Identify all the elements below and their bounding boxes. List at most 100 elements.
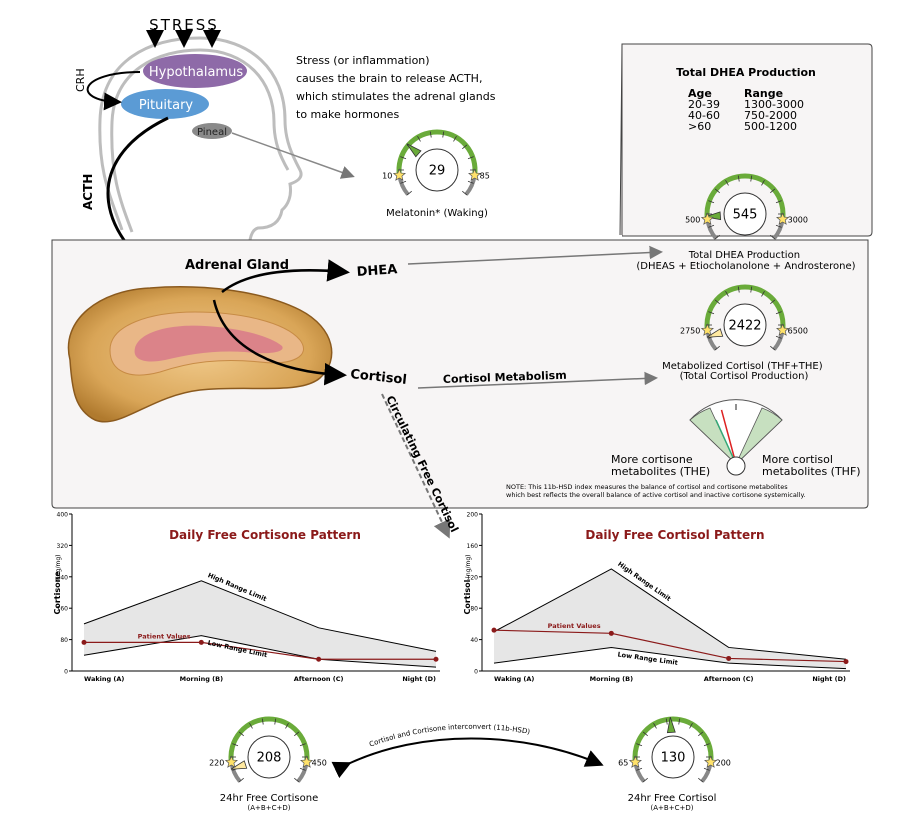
high-range-line [83,580,437,652]
gauge-tick [467,156,474,160]
melatonin-label: Melatonin* (Waking) [386,208,488,219]
gauge-low-label: 10 [382,171,392,180]
gauge-tick [417,136,421,142]
dhea-to-gauge-arrow [407,245,663,265]
low-range-line [83,635,437,668]
gauge-low-label: 2750 [680,326,700,335]
stress-description: Stress (or inflammation) causes the brai… [296,54,499,121]
cortisol-metabolism-label: Cortisol Metabolism [443,369,567,386]
gauge-tick [770,234,776,240]
gauge-tick [714,188,720,194]
chart-title: Daily Free Cortisol Pattern [585,528,764,542]
patient-point [81,639,87,645]
gauge-tick [737,175,740,182]
interconvert-arrow [331,737,604,779]
gauge-tick [708,224,715,228]
low-limit-star-icon [700,323,714,336]
gauge-tick [698,731,704,737]
dhea-table-age: >60 [688,120,711,133]
high-limit-star-icon [704,755,718,768]
high-limit-star-icon [468,168,482,181]
gauge-tick [714,234,720,240]
gauge-tick [750,286,753,293]
gauge-tick [453,136,457,142]
high-limit-star-icon [776,323,790,336]
patient-point [491,627,497,633]
low-limit-star-icon [700,212,714,225]
pituitary-label: Pituitary [139,98,194,113]
x-tick-label: Afternoon (C) [294,675,344,683]
patient-values-label: Patient Values [138,632,191,640]
patient-line [493,629,847,663]
low-limit-star-icon [392,168,406,181]
gauge-tick [429,131,432,138]
gauge-tick [467,180,474,184]
gauge-tick [653,723,657,729]
balance-gauge [689,399,783,476]
gauge-high-label: 450 [312,758,327,767]
y-tick-label: 400 [57,512,69,519]
gauge-tick [400,180,407,184]
gauge-value: 2422 [728,319,761,334]
y-axis-label: Cortisone [53,571,62,615]
high-limit-star-icon [776,212,790,225]
patient-point [608,630,614,636]
gauge-tick [400,156,407,160]
gauge-tick [678,718,681,725]
gauge-dial [651,735,695,779]
x-tick-label: Waking (A) [84,675,124,683]
y-tick-label: 40 [470,637,478,644]
high-limit-star-icon [300,755,314,768]
cortisol-metabolism-arrow [417,371,658,389]
cortisol-arrow [212,299,347,386]
gauge-dial [247,735,291,779]
gauge-tick [750,175,753,182]
gauge-tick [261,718,264,725]
gauge-tick [725,180,729,186]
gauge-tick [703,767,710,771]
pineal [192,123,232,139]
y-tick-label: 0 [474,669,478,676]
hypothalamus-label: Hypothalamus [149,65,243,80]
gauge-tick [462,190,468,196]
gauge-tick [689,723,693,729]
cortisone-gauge-label: 24hr Free Cortisone [220,793,318,804]
pituitary [121,89,209,119]
gauge-tick [285,723,289,729]
low-range-line [493,646,847,670]
dhea-table-age: 20-39 [688,98,720,111]
y-tick-label: 80 [60,637,68,644]
patient-point [316,656,322,662]
acth-label: ACTH [81,174,95,210]
patient-values-label: Patient Values [548,622,601,630]
interconvert-label: Cortisol and Cortisone interconvert (11b… [368,723,531,749]
gauge-high-label: 3000 [788,215,808,224]
gauge-value: 29 [429,164,446,179]
gauge-tick [406,190,412,196]
circulating-cortisol-arrow [381,393,451,539]
y-tick-label: 0 [64,669,68,676]
crh-arrow [86,71,141,111]
cortisol-gauge-label: 24hr Free Cortisol [628,793,717,804]
gauge-tick [238,731,244,737]
cortisone-gauge-sublabel: (A+B+C+D) [248,804,291,812]
dhea-table-range: 1300-3000 [744,98,804,111]
low-limit-star-icon [628,755,642,768]
gauge-tick [442,131,445,138]
gauge-tick [299,743,306,747]
x-tick-label: Morning (B) [180,675,223,683]
gauge-tick [761,180,765,186]
gauge-dial [723,192,767,236]
y-tick-label: 240 [57,574,69,581]
adrenal-gland-label: Adrenal Gland [185,258,289,273]
x-tick-label: Night (D) [402,675,436,683]
reference-range-band [84,580,436,668]
dhea-gauge-label: Total DHEA Production (DHEAS + Etiochola… [636,250,855,272]
dhea-table-age: 40-60 [688,109,720,122]
chart-title: Daily Free Cortisone Pattern [169,528,361,542]
gauge-value: 130 [661,751,686,766]
balance-left-label: More cortisone metabolites (THE) [611,453,710,478]
